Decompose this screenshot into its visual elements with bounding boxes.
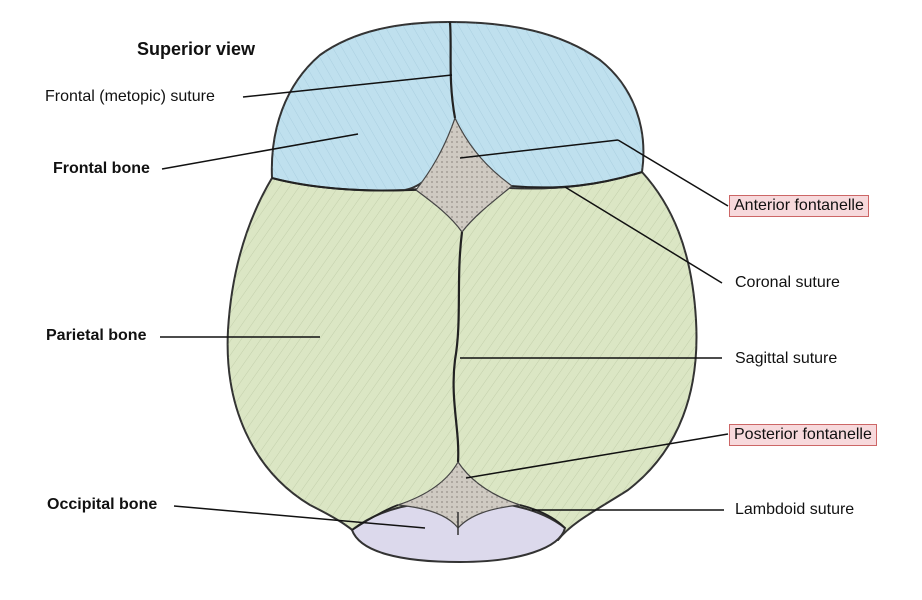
coronal-suture-line xyxy=(271,171,643,192)
label-parietal-bone: Parietal bone xyxy=(46,327,147,344)
label-coronal-suture: Coronal suture xyxy=(735,274,840,291)
label-anterior-fontanelle: Anterior fontanelle xyxy=(729,195,869,217)
leader-lines xyxy=(160,74,729,529)
sagittal-suture-line xyxy=(452,231,464,463)
lambdoid-suture-line xyxy=(351,504,566,531)
diagram-title: Superior view xyxy=(137,39,256,59)
label-sagittal-suture: Sagittal suture xyxy=(735,350,838,367)
label-frontal-bone: Frontal bone xyxy=(53,160,150,177)
label-posterior-fontanelle: Posterior fontanelle xyxy=(729,424,877,446)
metopic-suture-line xyxy=(448,21,457,119)
label-lambdoid-suture: Lambdoid suture xyxy=(735,501,855,518)
label-occipital-bone: Occipital bone xyxy=(47,496,158,513)
label-frontal-metopic-suture: Frontal (metopic) suture xyxy=(45,88,215,105)
